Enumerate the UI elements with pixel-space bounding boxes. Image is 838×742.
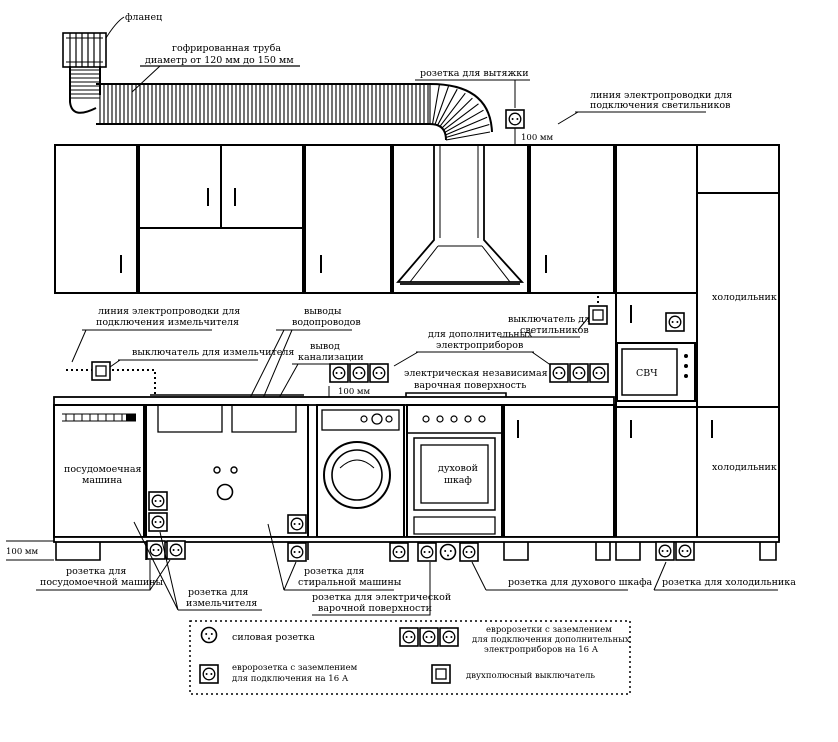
- extra-label-2: электроприборов: [436, 340, 523, 351]
- light-switch-icon: [588, 305, 608, 325]
- washer-socket: [287, 542, 307, 562]
- upper-cabinets: [54, 144, 698, 294]
- out-oven-line: [471, 561, 628, 591]
- oven-hob-sockets: [417, 542, 479, 562]
- dim-100-mid: 100 мм: [338, 387, 371, 397]
- washing-machine: [316, 404, 405, 538]
- water-label-2: водопроводов: [292, 317, 361, 328]
- hood-socket: [505, 109, 525, 129]
- base-cabinets: [53, 404, 615, 538]
- out-shredder-label-2: измельчителя: [186, 598, 257, 609]
- shredder-line-label-2: подключения измельчителя: [96, 317, 239, 328]
- light-switch-leader: [577, 317, 589, 331]
- range-hood: [396, 145, 525, 285]
- legend-euro-single-2: для подключения на 16 А: [232, 674, 349, 684]
- oven: [406, 404, 503, 538]
- out-hob-label-2: варочной поверхности: [318, 603, 432, 614]
- legend-power-outlet-icon: [200, 626, 218, 644]
- oven-label-1: духовой: [438, 463, 478, 474]
- washer-upper-socket: [287, 514, 307, 534]
- hood-outlet-label: розетка для вытяжки: [420, 68, 529, 79]
- legend-box: [189, 620, 631, 695]
- countertop: [53, 392, 615, 406]
- out-hob-line: [312, 562, 431, 616]
- shredder-line-label-1: линия электропроводки для: [98, 306, 240, 317]
- microwave-label: СВЧ: [636, 368, 658, 379]
- out-fridge-line: [653, 561, 778, 591]
- shredder-wire: [66, 369, 156, 520]
- legend-double-switch-icon: [431, 664, 451, 684]
- light-line-label-1: линия электропроводки для: [590, 90, 732, 101]
- shredder-switch-leader: [109, 359, 121, 368]
- out-shredder-line: [133, 521, 262, 611]
- hob-label-2: варочная поверхность: [414, 380, 526, 391]
- dim-100-left-line: [6, 540, 54, 561]
- microwave: [616, 342, 696, 402]
- out-shredder-label-1: розетка для: [188, 587, 248, 598]
- flange-label: фланец: [125, 12, 162, 23]
- dishwasher-label-2: машина: [82, 475, 123, 486]
- dim-100-top: 100 мм: [521, 133, 554, 143]
- shredder-switch-label: выключатель для измельчителя: [132, 347, 294, 358]
- extra-label-1: для дополнительных: [428, 329, 533, 340]
- flange-leader: [105, 16, 125, 39]
- fridge-bottom-label: холодильник: [712, 462, 777, 473]
- oven-label-2: шкаф: [444, 475, 472, 486]
- dishwasher-label-1: посудомоечная: [64, 464, 142, 475]
- water-label-1: выводы: [304, 306, 342, 317]
- legend-power-outlet: силовая розетка: [232, 632, 315, 643]
- legend-euro-single-icon: [199, 664, 219, 684]
- out-dishwasher-label-1: розетка для: [66, 566, 126, 577]
- extra-leader: [393, 351, 553, 367]
- out-hob-label-1: розетка для электрической: [312, 592, 451, 603]
- light-switch-label-1: выключатель для: [508, 314, 596, 325]
- legend-euro-multi-1: евророзетки с заземлением: [486, 625, 612, 635]
- out-oven-label: розетка для духового шкафа: [508, 577, 653, 588]
- light-line-label-2: подключения светильников: [590, 100, 730, 111]
- fridge-top-label: холодильник: [712, 292, 777, 303]
- dim-100-left: 100 мм: [6, 547, 39, 557]
- shredder-line-leader: [71, 329, 87, 363]
- legend-euro-multi-2: для подключения дополнительных: [472, 635, 630, 645]
- legend-euro-single-1: евророзетка с заземлением: [232, 663, 358, 673]
- shredder-switch-icon: [91, 361, 111, 381]
- legend-euro-multi-icon: [399, 627, 459, 647]
- hob-label-1: электрическая независимая: [404, 368, 548, 379]
- legend-euro-multi-3: электроприборов на 16 А: [484, 644, 599, 655]
- light-line-leader: [557, 111, 579, 125]
- out-washer-line: [267, 523, 394, 591]
- single-socket-390: [389, 542, 409, 562]
- out-washer-label-2: стиральной машины: [298, 577, 402, 588]
- out-dishwasher-label-2: посудомоечной машины: [40, 577, 163, 588]
- sewer-label-1: вывод: [310, 341, 340, 352]
- flange: [62, 32, 107, 68]
- sewer-label-2: канализации: [298, 352, 364, 363]
- fridge-sockets: [655, 541, 695, 561]
- out-washer-label-1: розетка для: [304, 566, 364, 577]
- duct-label-leader: [131, 65, 161, 93]
- out-fridge-label: розетка для холодильника: [662, 577, 796, 588]
- hob-socket-block: [329, 363, 389, 383]
- corrugated-duct: [69, 66, 493, 141]
- light-switch-label-2: светильников: [520, 325, 589, 336]
- fridge-top-socket: [665, 312, 685, 332]
- duct-label-line1: гофрированная труба: [172, 43, 281, 54]
- legend-double-switch: двухполюсный выключатель: [466, 671, 595, 681]
- duct-label-line2: диаметр от 120 мм до 150 мм: [145, 55, 294, 66]
- extra-socket-block: [549, 363, 609, 383]
